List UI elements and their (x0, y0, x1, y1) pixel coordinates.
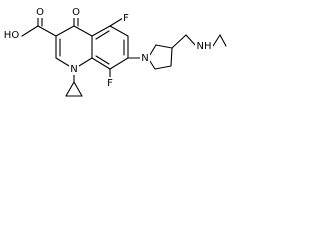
bond-c5-c6 (109, 25, 129, 37)
bond-c4a-c5-double (95, 30, 110, 40)
bond-c3-cacid (37, 25, 57, 37)
bond-c6-f (109, 17, 124, 27)
bond-cprop-right (73, 81, 83, 97)
bond-c4a-c5 (91, 25, 111, 37)
acid-oxygen-bg (36, 6, 44, 18)
bond-c4-c4a (73, 25, 93, 37)
structure-canvas: HO O O F F N N NH (0, 0, 228, 105)
acid-oxygen-label: O (36, 7, 44, 18)
bond-c8-c8a (91, 57, 111, 70)
fluorine-8-bg (106, 77, 114, 89)
hydroxyl-bg (3, 29, 20, 41)
bond-layer (21, 12, 227, 97)
bond-cprop-left (65, 81, 75, 97)
atom-labels: HO O O F F N N NH (3, 6, 213, 89)
pyrrolidine-n-bg (140, 52, 150, 64)
amine-label: NH (197, 41, 212, 52)
bond-c4-c5pyr (154, 65, 172, 70)
ketone-oxygen-label: O (72, 7, 80, 18)
bond-c2-c3pyr (155, 44, 173, 49)
bond-c7-c8 (109, 57, 129, 70)
amine-bg (195, 40, 213, 52)
fluorine-8-label: F (107, 78, 113, 89)
bond-c3-c4a (55, 25, 75, 37)
n1-bg (69, 63, 79, 75)
fluorine-6-bg (122, 12, 130, 24)
bond-ch2b-ch3 (219, 34, 227, 47)
bond-c3-c4pyr (170, 47, 173, 67)
ketone-oxygen-bg (72, 6, 80, 18)
fluorine-6-label: F (123, 13, 129, 24)
bond-ch2-nh (185, 34, 197, 47)
bond-nh-ch2b (212, 34, 221, 47)
n1-label: N (70, 64, 77, 75)
bond-cacid-oh (21, 25, 39, 37)
bond-c8-c8a-double (95, 55, 110, 65)
pyrrolidine-n-label: N (141, 53, 148, 64)
hydroxyl-label: HO (4, 30, 20, 41)
molecule-structure: HO O O F F N N NH (3, 6, 227, 97)
bond-c3pyr-ch2 (171, 34, 187, 49)
